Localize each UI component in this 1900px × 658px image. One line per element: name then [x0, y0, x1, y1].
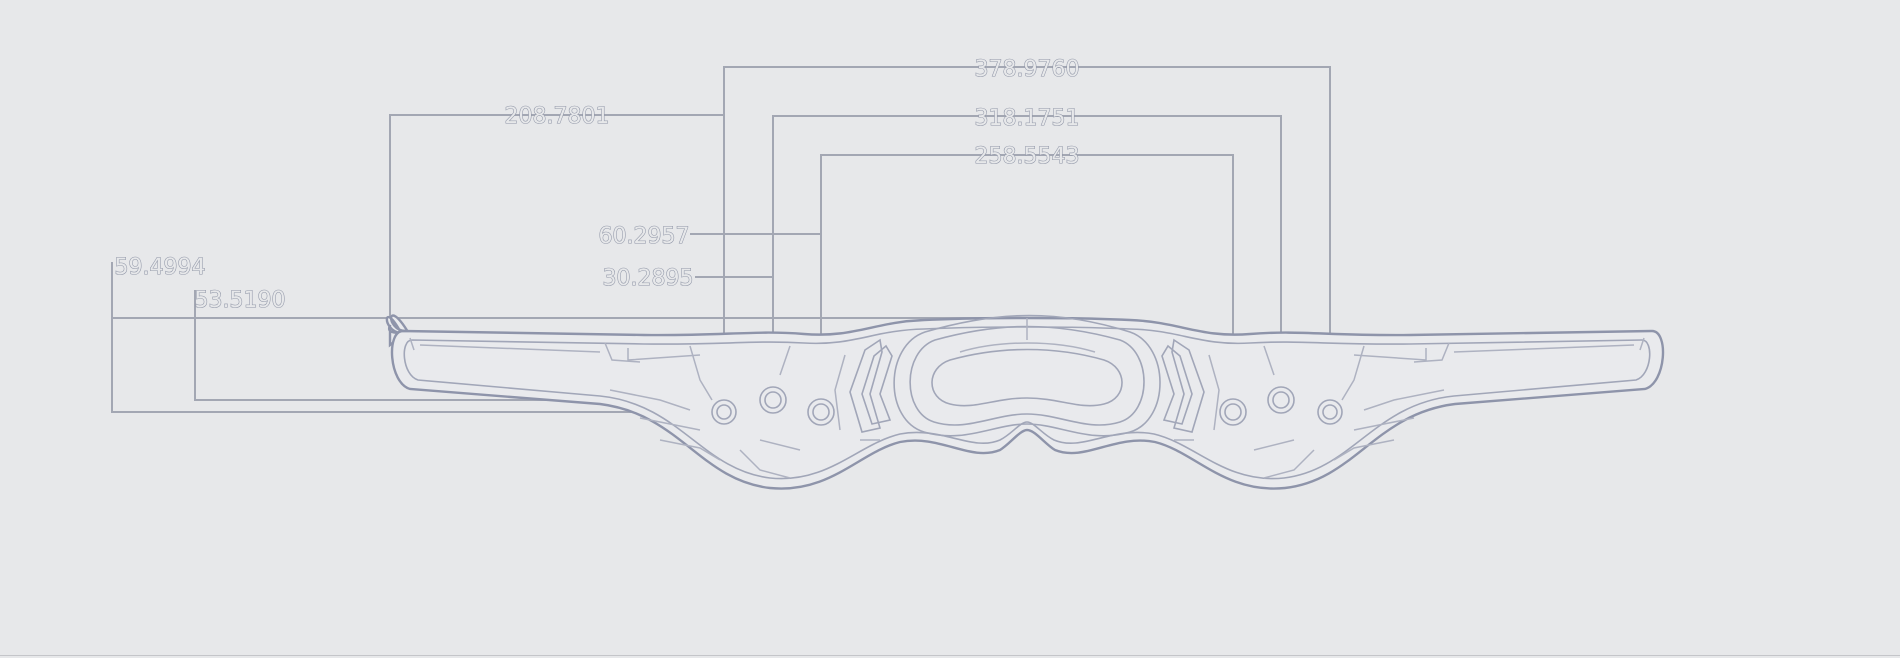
dimension-line-258: [820, 154, 1234, 412]
rib-r2: [1353, 348, 1427, 361]
rib-l1: [604, 342, 641, 363]
left-ribs: [419, 342, 880, 479]
dimension-labels: 378.9760 318.1751 258.5543 208.7801 60.2…: [114, 56, 1080, 313]
rib-l7: [739, 449, 791, 479]
dimension-label-378: 378.9760: [975, 57, 1080, 82]
central-opening: [931, 348, 1123, 407]
hole-right-mid-bore: [1272, 391, 1290, 409]
dimension-label-60: 60.2957: [599, 224, 690, 249]
left-arm-end-detail: [409, 337, 415, 351]
dimension-line-318: [772, 115, 1282, 398]
rib-l10: [834, 354, 846, 431]
dimension-label-318: 318.1751: [975, 106, 1080, 131]
dimension-line-378: [723, 66, 1331, 412]
dimension-line-59: [111, 317, 1040, 413]
rib-l4: [609, 389, 691, 411]
hole-left-mid-bore: [764, 391, 782, 409]
central-frame-outer: [893, 314, 1161, 437]
dimension-label-53: 53.5190: [195, 288, 286, 313]
part-inner-outline: [403, 326, 1651, 480]
hole-left-outer-bore: [716, 404, 732, 420]
left-clip: [849, 338, 883, 433]
rib-l8: [759, 439, 801, 451]
right-ribs: [1174, 342, 1635, 479]
arm-rib-left: [419, 344, 601, 353]
hole-right-outer: [1317, 399, 1343, 425]
rib-l6: [659, 439, 721, 461]
dimension-label-208: 208.7801: [505, 104, 610, 129]
hole-right-inner-bore: [1224, 403, 1242, 421]
rib-r3: [1341, 345, 1365, 401]
bottom-divider: [0, 655, 1900, 656]
mounting-holes: [711, 386, 1343, 426]
arm-rib-right: [1453, 344, 1635, 353]
dimension-label-30: 30.2895: [603, 266, 694, 291]
rib-r1: [1413, 342, 1450, 363]
rib-r8: [1253, 439, 1295, 451]
rib-r5: [1353, 417, 1415, 431]
rib-l5: [639, 417, 701, 431]
dimension-label-59: 59.4994: [115, 255, 206, 280]
dimension-line-208: [389, 114, 724, 330]
hole-left-inner-bore: [812, 403, 830, 421]
hole-left-mid: [759, 386, 787, 414]
hole-left-outer: [711, 399, 737, 425]
rib-r10: [1208, 354, 1220, 431]
rib-r4: [1363, 389, 1445, 411]
rib-l3: [689, 345, 713, 401]
rib-l9: [779, 345, 791, 376]
hole-right-mid: [1267, 386, 1295, 414]
hole-left-inner: [807, 398, 835, 426]
rib-l2: [627, 348, 701, 361]
rib-r9: [1263, 345, 1275, 376]
left-clip-inner: [861, 344, 893, 425]
rib-r7: [1263, 449, 1315, 479]
hole-right-inner: [1219, 398, 1247, 426]
central-rib-top: [959, 342, 1096, 353]
rib-r6: [1333, 439, 1395, 461]
dimension-label-258: 258.5543: [975, 144, 1080, 169]
right-clip: [1171, 338, 1205, 433]
right-arm-end-detail: [1639, 337, 1645, 351]
part-geometry: [385, 314, 1665, 490]
hole-right-outer-bore: [1322, 404, 1338, 420]
right-clip-inner: [1161, 344, 1193, 425]
central-frame-mid: [909, 325, 1145, 426]
